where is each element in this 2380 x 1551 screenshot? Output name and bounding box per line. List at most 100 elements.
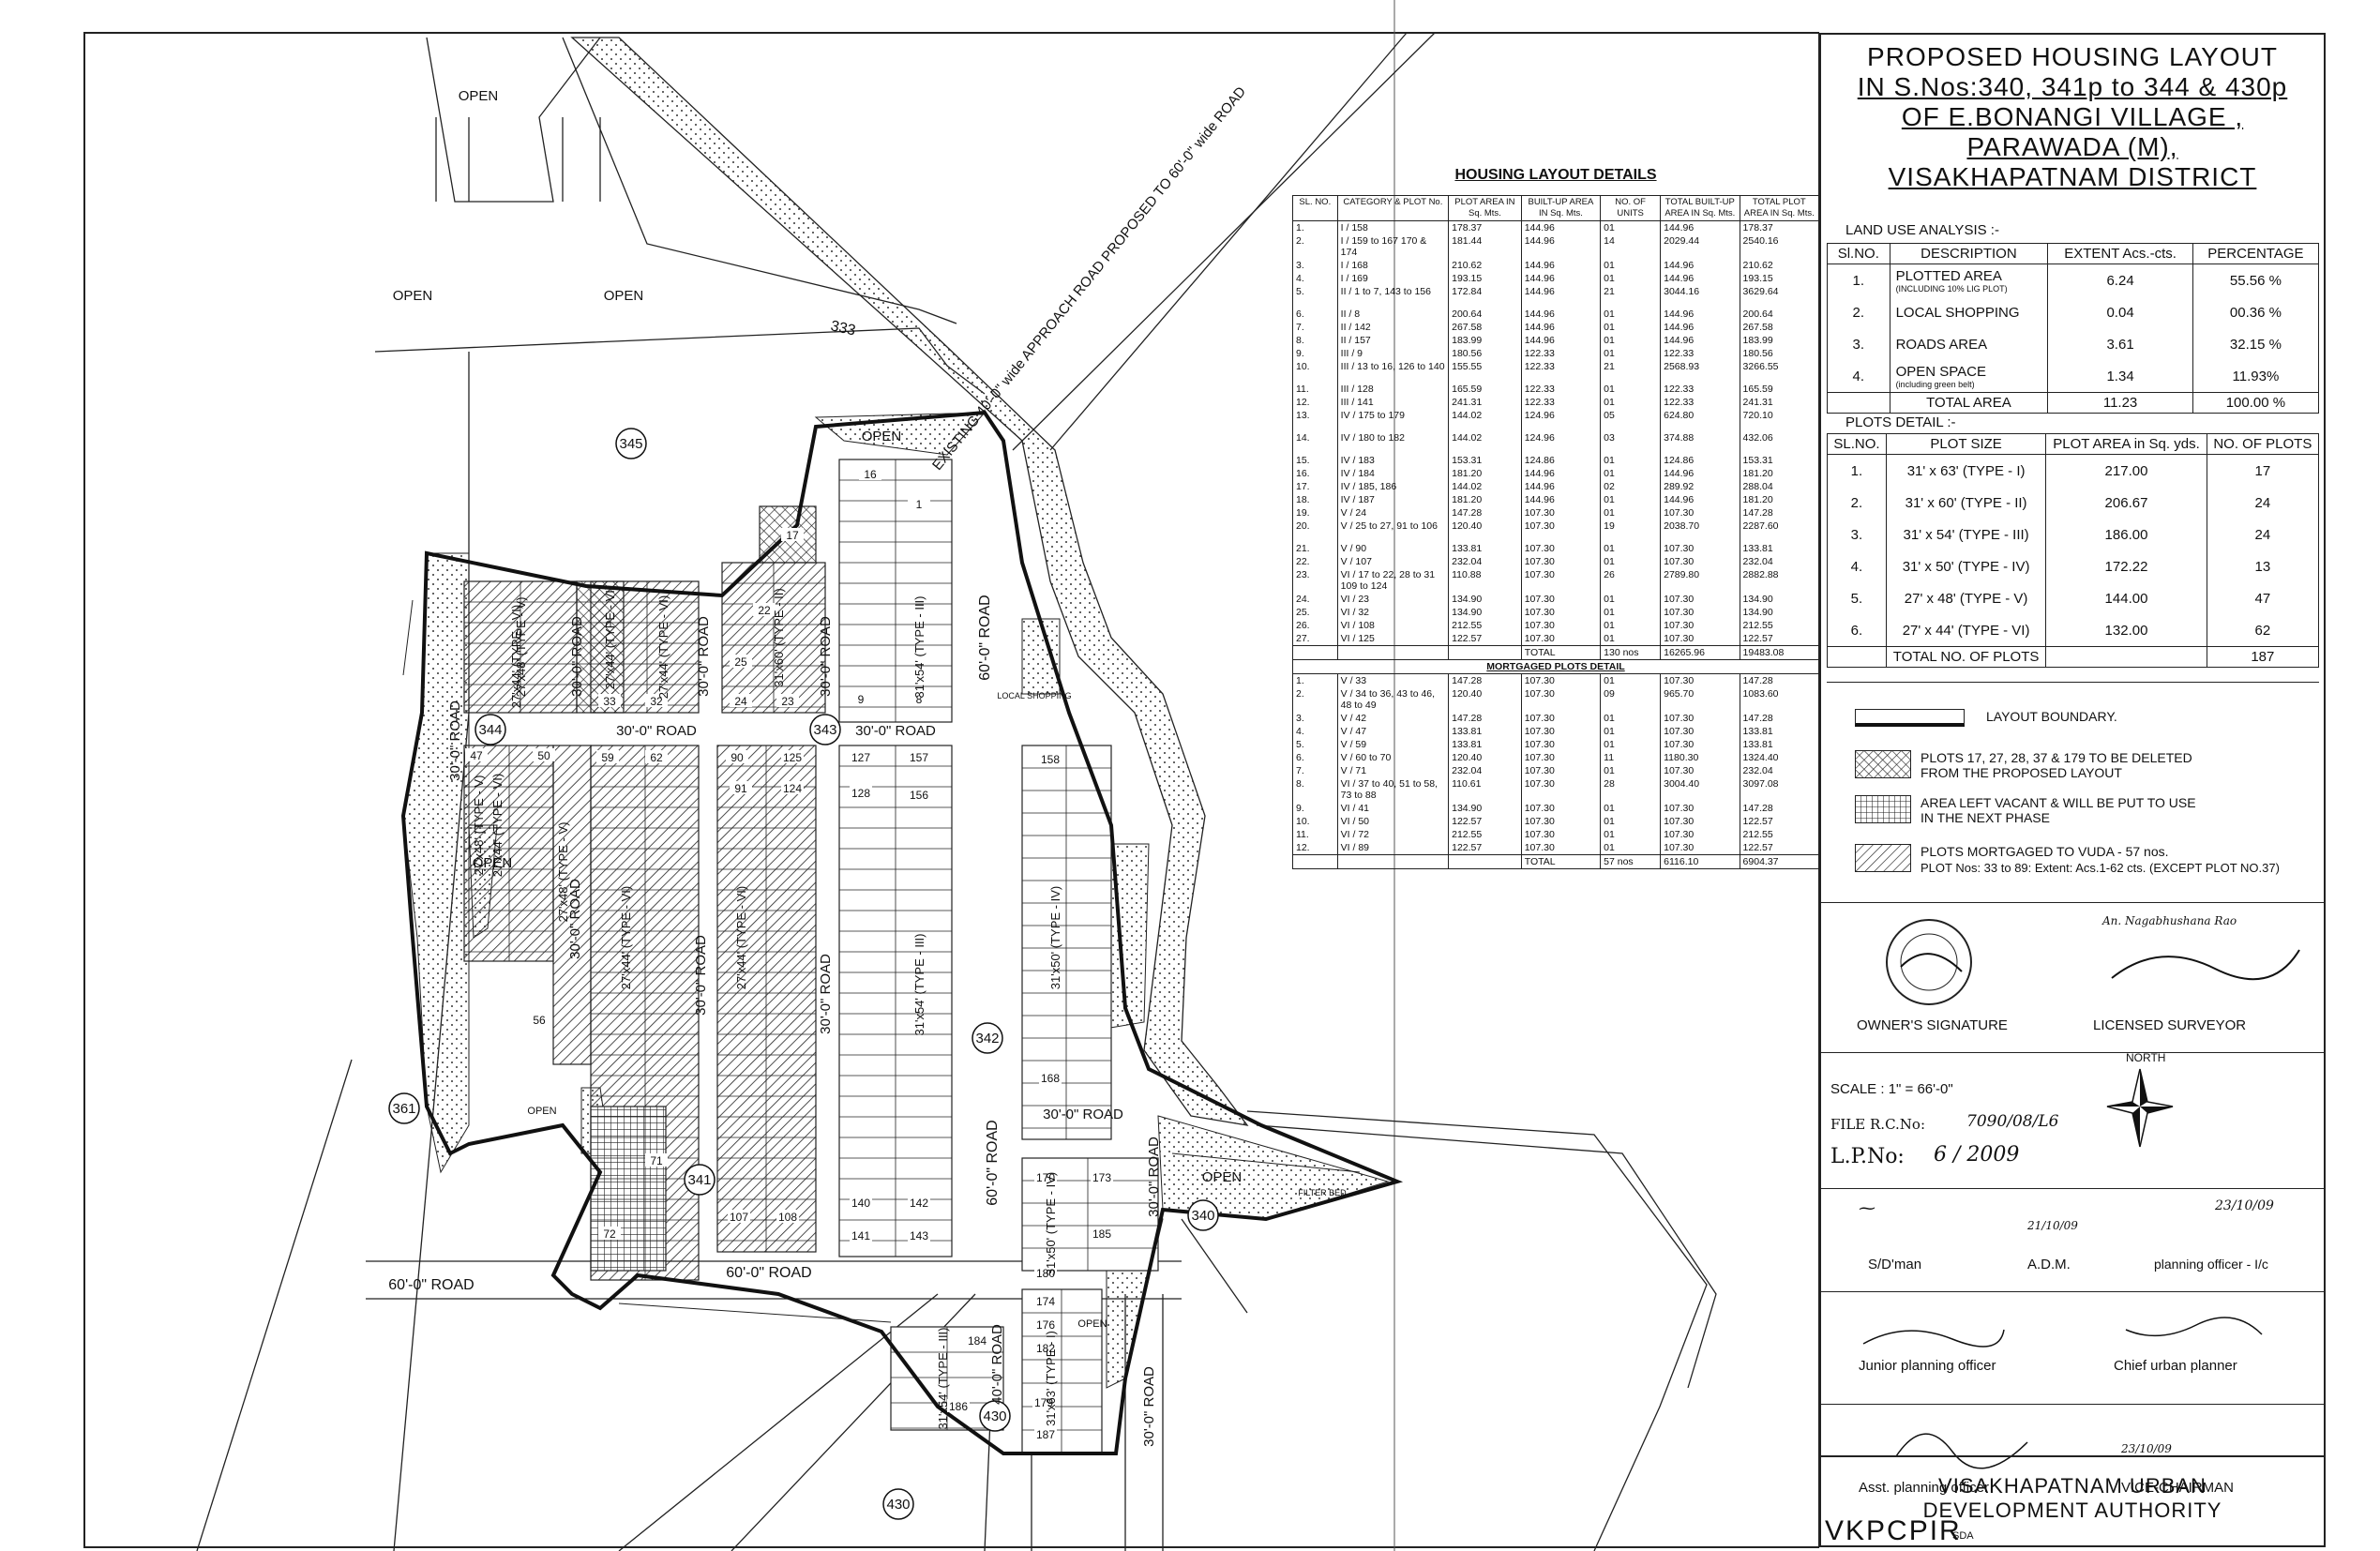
housing-table-cell: 01: [1600, 632, 1662, 646]
housing-table-total-cell: 6116.10: [1660, 854, 1740, 869]
housing-table-cell: VI / 41: [1336, 802, 1450, 815]
housing-table-cell: 212.55: [1739, 828, 1820, 841]
table-total-cell: [1827, 392, 1890, 414]
plot-number: 180: [1036, 1267, 1055, 1280]
housing-table-cell: 12.: [1292, 396, 1338, 409]
housing-table-cell: VI / 23: [1336, 593, 1450, 606]
col-header: PLOT AREA in Sq. yds.: [2045, 433, 2207, 455]
table-cell: 6.24: [2047, 264, 2193, 296]
legend-grid-swatch: [1855, 795, 1911, 823]
plot-number-bg: [850, 692, 872, 705]
housing-table-cell: 212.55: [1739, 619, 1820, 632]
table-cell: 3.: [1827, 519, 1887, 550]
road-label-30-v4: 30'-0" ROAD: [567, 879, 583, 959]
housing-table-cell: 01: [1600, 606, 1662, 619]
housing-table-total-cell: 6904.37: [1739, 854, 1820, 869]
north-arrow-icon: [2106, 1068, 2174, 1148]
plot-number: 1: [916, 498, 923, 511]
housing-table-cell: 183.99: [1448, 334, 1522, 347]
housing-table-cell: 3629.64: [1739, 285, 1820, 308]
housing-table-cell: 14: [1600, 234, 1662, 259]
housing-layout-table: SL. NO.CATEGORY & PLOT No.PLOT AREA IN S…: [1292, 195, 1820, 869]
housing-table-cell: 147.28: [1739, 712, 1820, 725]
file-rc-value: 7090/08/L6: [1966, 1112, 2059, 1131]
open-label: OPEN: [393, 288, 433, 304]
table-cell: 1.34: [2047, 360, 2193, 393]
housing-table-cell: IV / 175 to 179: [1336, 409, 1450, 431]
housing-table-cell: V / 47: [1336, 725, 1450, 738]
housing-table-cell: 122.57: [1448, 815, 1522, 828]
housing-table-cell: 107.30: [1520, 738, 1602, 751]
housing-table-cell: 8.: [1292, 334, 1338, 347]
col-header: SL.NO.: [1827, 433, 1887, 455]
housing-table-cell: 165.59: [1448, 383, 1522, 396]
junior-signature: [1862, 1329, 2005, 1348]
housing-table-cell: 107.30: [1520, 568, 1602, 593]
plot-number-bg: [947, 1399, 970, 1412]
housing-table-cell: 144.02: [1448, 409, 1522, 431]
housing-table-cell: 01: [1600, 396, 1662, 409]
housing-table-cell: 144.96: [1520, 334, 1602, 347]
table-cell: 1.: [1827, 264, 1890, 296]
chief-signature: [2125, 1317, 2263, 1337]
survey-number-circle: [809, 714, 841, 745]
housing-table-cell: 144.96: [1520, 259, 1602, 272]
asst-signature: [1895, 1433, 2028, 1469]
housing-table-cell: 147.28: [1739, 802, 1820, 815]
housing-table-cell: 01: [1600, 334, 1662, 347]
plot-type-label: 27'x44' (TYPE - VI): [509, 605, 523, 708]
housing-table-cell: 232.04: [1739, 555, 1820, 568]
housing-table-cell: 432.06: [1739, 431, 1820, 454]
road-label-30-v3: 30'-0" ROAD: [696, 616, 712, 697]
plot-number-bg: [1091, 1170, 1113, 1183]
plot-number: 62: [650, 751, 663, 764]
housing-table-total-cell: [1292, 854, 1338, 869]
plot-number-bg: [781, 750, 804, 763]
legend-crosshatch-text: PLOTS 17, 27, 28, 37 & 179 TO BE DELETED…: [1921, 750, 2192, 780]
plot-number: 124: [783, 782, 802, 795]
housing-table-cell: 2.: [1292, 687, 1338, 712]
housing-table-cell: 7.: [1292, 321, 1338, 334]
title-line-5: VISAKHAPATNAM DISTRICT: [1888, 162, 2257, 191]
housing-table-cell: 122.57: [1448, 841, 1522, 855]
housing-table-cell: 107.30: [1520, 828, 1602, 841]
legend-crosshatch-swatch: [1855, 750, 1911, 778]
housing-table-cell: 110.88: [1448, 568, 1522, 593]
table-total-cell: 187: [2206, 646, 2320, 668]
housing-table-cell: 134.90: [1739, 606, 1820, 619]
housing-table-cell: 183.99: [1739, 334, 1820, 347]
road-label-60-h1: 60'-0" ROAD: [726, 1265, 811, 1281]
housing-table-cell: 144.96: [1660, 334, 1740, 347]
plot-type-label: 31'x60' (TYPE - II): [772, 588, 786, 686]
owner-seal: [1886, 919, 1972, 1005]
table-cell: 24: [2206, 487, 2320, 519]
housing-table-cell: 107.30: [1660, 725, 1740, 738]
housing-table-cell: IV / 183: [1336, 454, 1450, 467]
table-total-cell: 100.00 %: [2192, 392, 2320, 414]
chief-urban-planner-label: Chief urban planner: [2114, 1358, 2237, 1374]
housing-table-cell: 12.: [1292, 841, 1338, 855]
housing-table-cell: 107.30: [1520, 520, 1602, 542]
plot-number: 25: [734, 655, 747, 669]
survey-number-circle: [388, 1092, 420, 1124]
housing-table-cell: 11.: [1292, 383, 1338, 396]
housing-table-cell: 02: [1600, 480, 1662, 493]
plot-number-bg: [776, 694, 799, 707]
housing-table-cell: 10.: [1292, 815, 1338, 828]
housing-table-total-cell: 57 nos: [1600, 854, 1662, 869]
housing-table-cell: 107.30: [1520, 687, 1602, 712]
housing-table-cell: 8.: [1292, 777, 1338, 802]
survey-number: 361: [392, 1101, 415, 1117]
survey-number: 345: [619, 436, 642, 452]
